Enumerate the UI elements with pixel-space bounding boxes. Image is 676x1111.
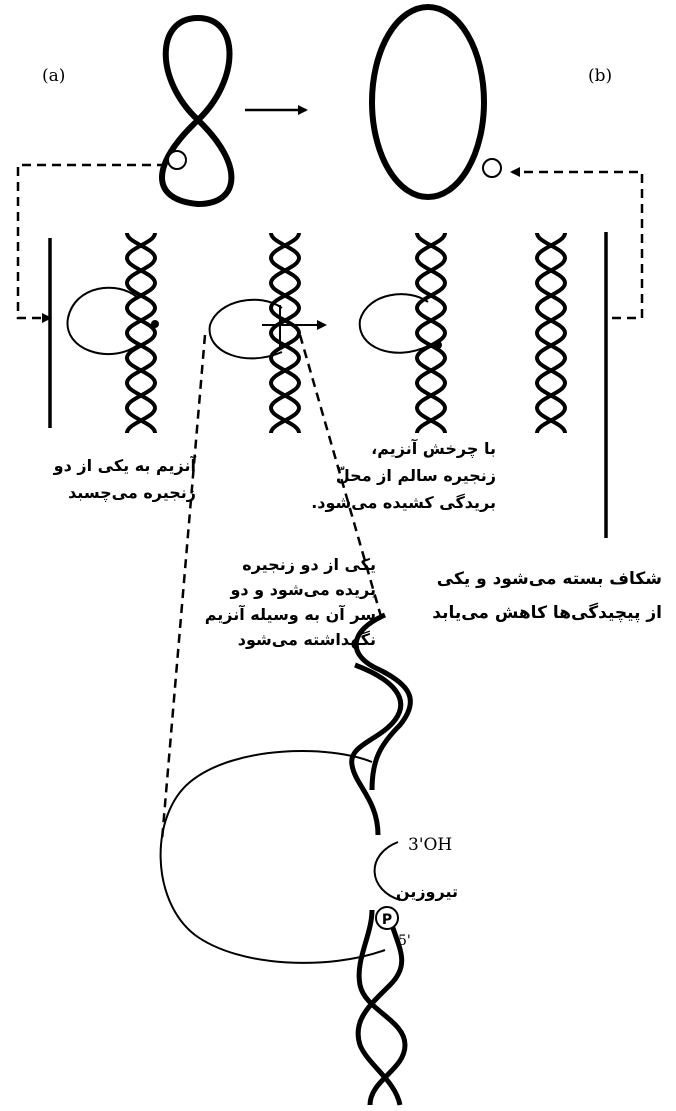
bound-site-dot (151, 320, 159, 328)
enzyme-loop-1 (67, 288, 138, 354)
enzyme-loop-large (161, 751, 385, 963)
panel-label-a: (a) (42, 66, 65, 86)
cut-site-marker-left (168, 151, 186, 169)
tyrosine-label: تیروزین (358, 878, 458, 905)
dna-helix-3 (417, 233, 445, 433)
hydroxyl-end-label: 3'OH (408, 835, 452, 855)
relaxed-dna-ring (372, 7, 484, 197)
caption-enzyme-binds: آنزیم به یکی از دو زنجیره می‌چسبد (0, 452, 196, 506)
cut-site-marker-right (483, 159, 501, 177)
dna-helix-1 (127, 233, 155, 433)
caption-strand-cut: یکی از دو زنجیره بریده می‌شود و دو سر آن… (176, 552, 376, 652)
five-prime-label: 5' (398, 933, 411, 949)
caption-gap-closes: شکاف بسته می‌شود و یکی از پیچیدگی‌ها کاه… (402, 562, 662, 630)
magnified-helix-top-a (352, 665, 401, 835)
caption-enzyme-rotates: با چرخش آنزیم، زنجیره سالم از محلّ بریدگ… (266, 435, 496, 516)
dna-helix-2 (271, 233, 299, 433)
supercoiled-dna-loop (162, 18, 231, 204)
dna-helix-4 (537, 233, 565, 433)
dashed-connector-right (512, 172, 642, 318)
phosphate-label: P (382, 912, 392, 928)
panel-label-b: (b) (588, 66, 612, 86)
bound-site-dot-3 (434, 341, 442, 349)
